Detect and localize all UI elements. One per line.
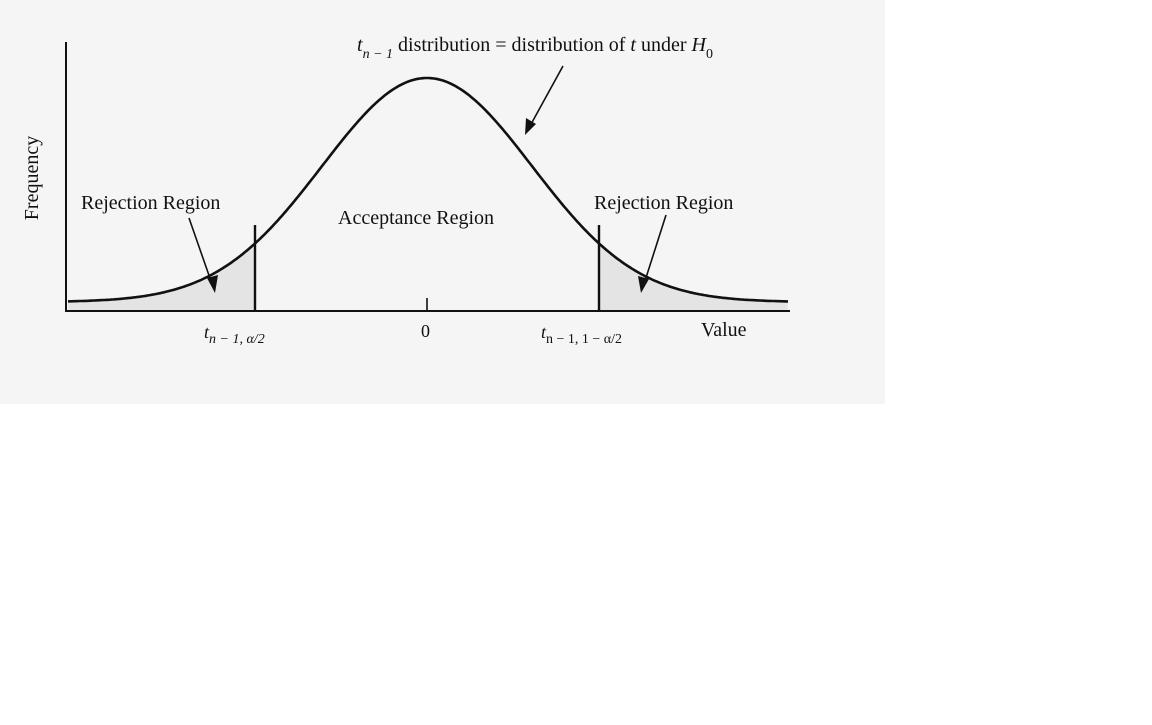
- diagram-panel: [0, 0, 885, 404]
- curve-label-arrowhead: [525, 118, 536, 135]
- t-distribution-curve: [67, 76, 788, 303]
- left-critical-subscript: n − 1, α/2: [209, 332, 265, 347]
- curve-label-t2: t: [630, 34, 636, 56]
- curve-label-t: t: [357, 34, 363, 56]
- left-critical-t: t: [204, 322, 210, 342]
- curve-label-text: distribution = distribution of: [393, 34, 630, 56]
- left-rejection-shading: [68, 244, 255, 311]
- curve-label: tn − 1 distribution = distribution of t …: [357, 34, 713, 62]
- left-rejection-label: Rejection Region: [81, 192, 220, 214]
- acceptance-region-label: Acceptance Region: [338, 207, 494, 229]
- right-critical-t: t: [541, 322, 547, 342]
- curve-label-h-subscript: 0: [706, 47, 713, 62]
- center-tick-label: 0: [421, 321, 430, 341]
- left-rejection-arrowhead: [207, 275, 218, 293]
- right-rejection-shading: [599, 243, 788, 311]
- right-rejection-label: Rejection Region: [594, 192, 733, 214]
- right-critical-subscript: n − 1, 1 − α/2: [546, 332, 622, 347]
- curve-label-t-subscript: n − 1: [363, 47, 393, 62]
- x-axis-label: Value: [701, 319, 747, 341]
- curve-label-arrow-shaft: [529, 65, 564, 127]
- curve-label-h: H: [691, 34, 708, 56]
- right-rejection-arrow-shaft: [643, 214, 667, 285]
- right-rejection-arrowhead: [638, 276, 649, 293]
- curve-label-under: under: [636, 34, 692, 56]
- left-rejection-arrow-shaft: [188, 217, 213, 285]
- right-critical-value-label: tn − 1, 1 − α/2: [541, 322, 622, 347]
- left-critical-value-label: tn − 1, α/2: [204, 322, 265, 347]
- y-axis-label: Frequency: [21, 136, 43, 220]
